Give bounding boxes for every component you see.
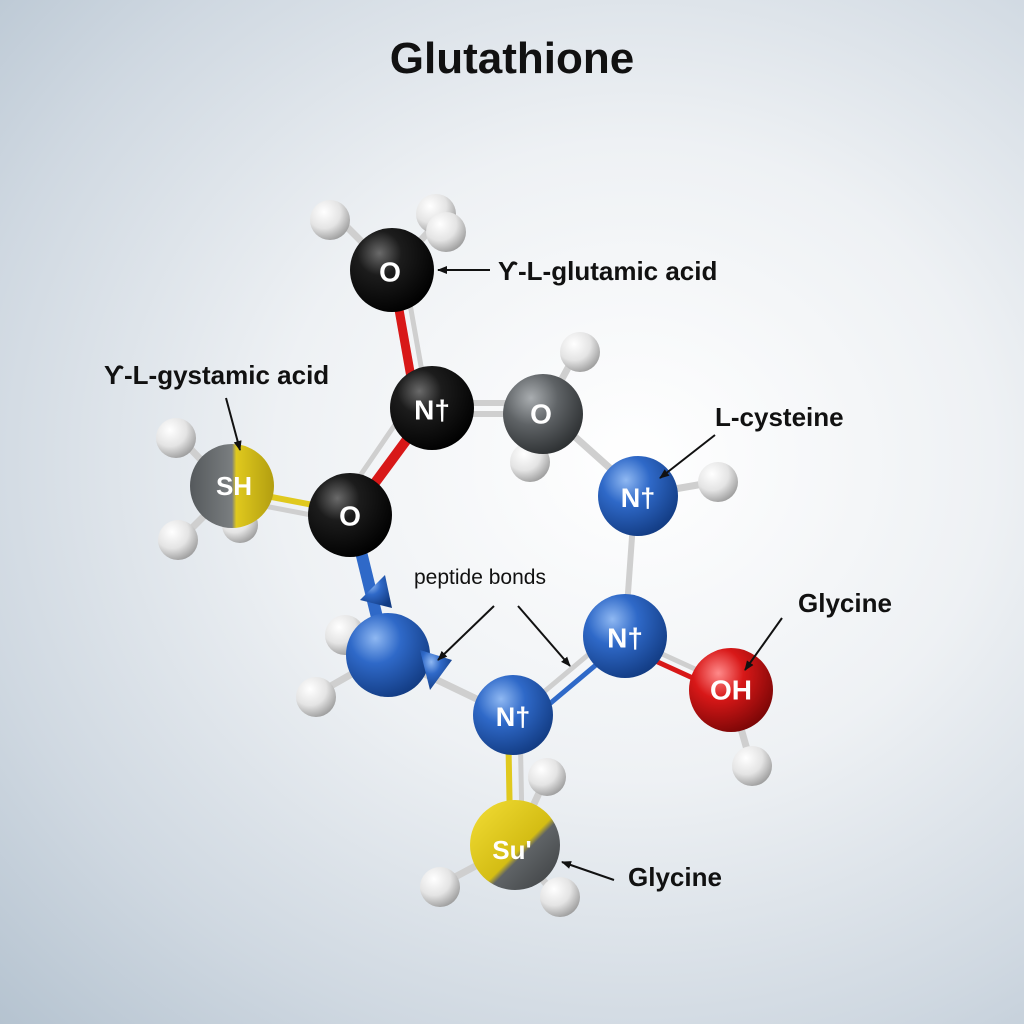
nitrogen-atom-bottom	[473, 675, 553, 755]
sulfur-atom-sh	[190, 444, 274, 528]
label-l-cysteine: L-cysteine	[715, 402, 844, 432]
arrow-l-cysteine	[659, 434, 716, 479]
atom-label-su: Su'	[492, 835, 531, 865]
nitrogen-atom-top	[390, 366, 474, 450]
nitrogen-atom-right-lower	[583, 594, 667, 678]
atom-label-n-bottom: N†	[496, 702, 531, 732]
hydrogen-atom	[156, 418, 196, 458]
atom-label-o-gray: O	[530, 399, 552, 430]
label-peptide-bonds: peptide bonds	[414, 566, 546, 589]
atom-label-o-top: O	[379, 257, 401, 288]
atom-label-n-right-upper: N†	[621, 483, 656, 513]
hydrogen-atom	[158, 520, 198, 560]
atom-label-n-top: N†	[414, 395, 450, 426]
nitrogen-bump	[360, 575, 392, 608]
hydrogen-atom	[698, 462, 738, 502]
atom-label-sh: SH	[216, 471, 252, 501]
hydrogen-atom	[560, 332, 600, 372]
arrow-peptide-bond-right	[517, 605, 571, 667]
atoms: O N† O SH O N† N† OH N† Su'	[190, 228, 773, 890]
label-glycine-right: Glycine	[798, 588, 892, 618]
hydrogen-atom	[426, 212, 466, 252]
atom-label-oh: OH	[710, 675, 752, 706]
label-gystamic-acid: ϒ-L-gystamic acid	[104, 360, 329, 390]
atom-label-o-left: O	[339, 501, 361, 532]
hydrogen-atom	[732, 746, 772, 786]
oxygen-atom-left	[308, 473, 392, 557]
hydrogen-atom	[420, 867, 460, 907]
hydrogen-atom	[528, 758, 566, 796]
arrow-gystamic-acid	[225, 397, 242, 451]
hydrogen-atom	[296, 677, 336, 717]
bonds	[177, 222, 754, 898]
sulfur-atom-bottom	[470, 800, 560, 890]
nitrogen-atom-right-upper	[598, 456, 678, 536]
arrow-peptide-bond-left	[437, 605, 495, 661]
carbon-atom-gray	[503, 374, 583, 454]
oxygen-atom-top	[350, 228, 434, 312]
nitrogen-atom-left	[346, 613, 430, 697]
arrow-glycine-right	[744, 617, 783, 671]
arrow-glycine-bottom	[561, 861, 615, 881]
page-title: Glutathione	[389, 34, 635, 83]
label-glutamic-acid: ϒ-L-glutamic acid	[498, 256, 717, 286]
label-glycine-bottom: Glycine	[628, 862, 722, 892]
hydrogen-atom	[310, 200, 350, 240]
hydrogen-atom	[540, 877, 580, 917]
hydrogens	[156, 194, 772, 917]
annotations: ϒ-L-glutamic acid ϒ-L-gystamic acid L-cy…	[104, 256, 892, 892]
atom-label-n-right-lower: N†	[607, 623, 643, 654]
